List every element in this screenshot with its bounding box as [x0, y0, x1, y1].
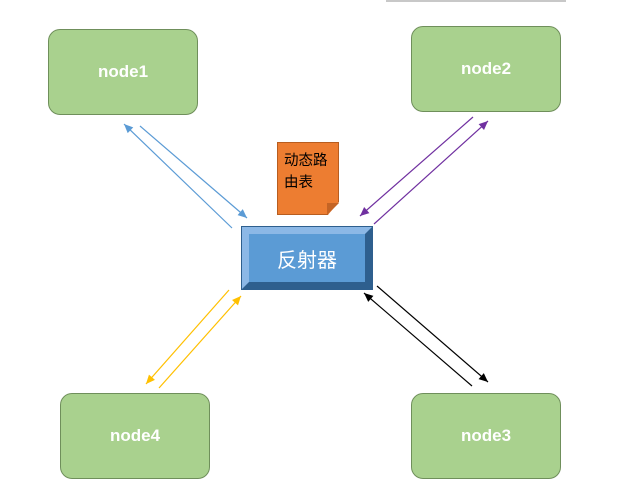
node3-box: node3	[411, 393, 561, 479]
top-divider-line	[386, 0, 566, 2]
arrow-reflector-to-node1	[123, 123, 233, 229]
note-line-1: 动态路	[284, 153, 328, 169]
node2-box: node2	[411, 26, 561, 112]
arrow-reflector-to-node4	[145, 289, 230, 385]
node1-box: node1	[48, 29, 198, 115]
arrow-reflector-to-node2	[373, 120, 489, 225]
arrow-node2-to-reflector	[359, 116, 474, 217]
routing-table-note: 动态路 由表	[277, 142, 339, 215]
arrow-node1-to-reflector	[139, 125, 248, 219]
arrow-reflector-to-node3	[376, 285, 489, 383]
arrow-node4-to-reflector	[158, 295, 242, 389]
node4-box: node4	[60, 393, 210, 479]
reflector-box: 反射器	[242, 227, 372, 289]
note-line-2: 由表	[284, 175, 313, 191]
arrow-node3-to-reflector	[363, 292, 473, 387]
